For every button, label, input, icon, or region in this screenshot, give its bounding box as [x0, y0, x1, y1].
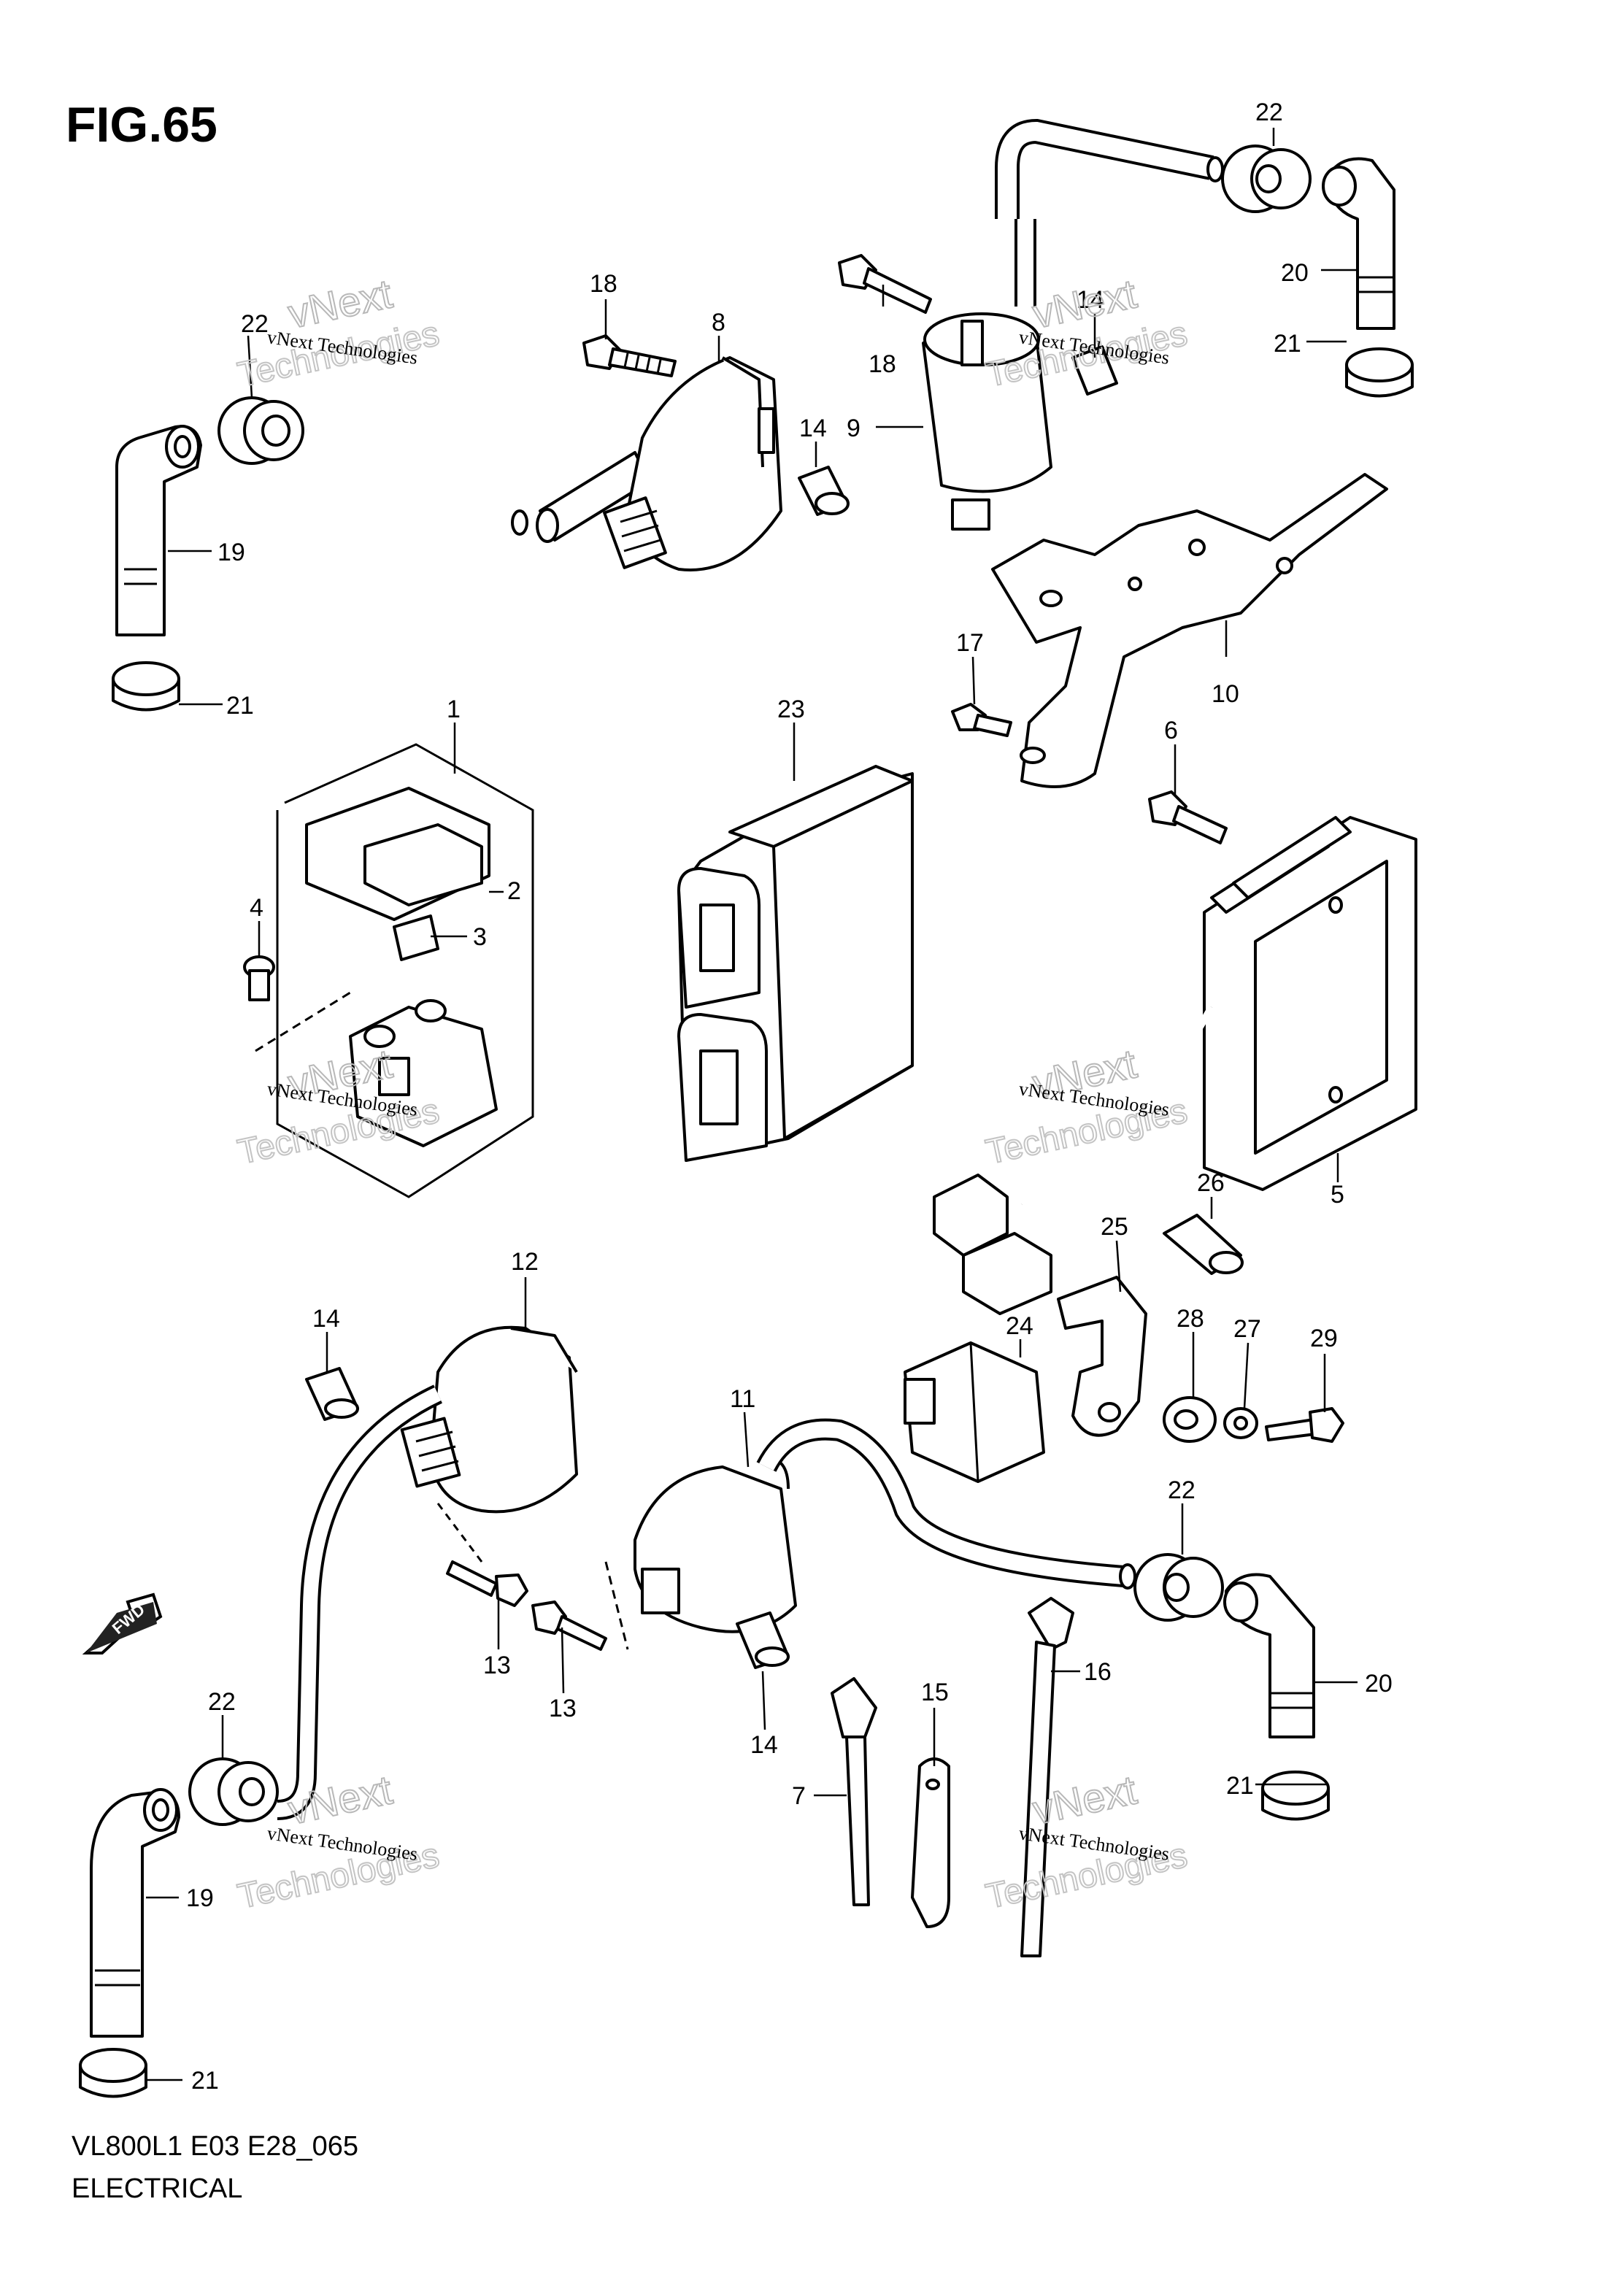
callout-9: 9 [847, 415, 860, 442]
callout-17: 17 [956, 629, 984, 657]
screw-4[interactable] [243, 955, 275, 1001]
callout-29: 29 [1310, 1325, 1338, 1352]
callout-14: 14 [312, 1305, 340, 1333]
relay-24[interactable] [904, 1341, 1045, 1483]
callout-18: 18 [869, 350, 896, 378]
bolt-29[interactable] [1265, 1407, 1344, 1443]
bolt-13-a[interactable] [446, 1560, 528, 1607]
regulator-rectifier-5[interactable] [933, 816, 1417, 1315]
bolt-13-b[interactable] [531, 1600, 607, 1651]
bolt-17[interactable] [951, 703, 1012, 737]
watermark-bottom-right: vNext Technologies vNext Technologies [982, 1765, 1191, 1916]
section-title: ELECTRICAL [72, 2173, 243, 2204]
callout-12: 12 [511, 1248, 539, 1276]
callout-15: 15 [921, 1679, 949, 1706]
callout-14: 14 [799, 415, 827, 442]
callout-19: 19 [186, 1884, 214, 1912]
callout-16: 16 [1084, 1658, 1112, 1686]
ignition-coil-12[interactable] [277, 1325, 578, 1820]
washer-27[interactable] [1223, 1407, 1258, 1439]
ecm-23[interactable] [677, 765, 914, 1162]
callout-20: 20 [1281, 259, 1309, 287]
callout-18: 18 [590, 270, 617, 298]
callout-14: 14 [750, 1731, 778, 1759]
callout-22: 22 [208, 1688, 236, 1716]
spacer-26[interactable] [1163, 1214, 1244, 1275]
callout-2: 2 [507, 877, 521, 905]
ignition-coil-8[interactable] [536, 356, 782, 571]
bolt-18-left[interactable] [582, 334, 677, 377]
callout-25: 25 [1101, 1213, 1128, 1241]
plug-cap-assembly-bottom-left[interactable] [79, 1757, 279, 2098]
plug-cap-assembly-bottom-right[interactable] [1133, 1553, 1330, 1821]
callout-22: 22 [1168, 1476, 1195, 1504]
bracket-10[interactable] [991, 473, 1388, 788]
spacer-14-top-right[interactable] [1071, 345, 1118, 396]
callout-24: 24 [1006, 1312, 1033, 1340]
clamp-7[interactable] [831, 1677, 877, 1906]
callout-22: 22 [1255, 99, 1283, 126]
spacer-14-top-left[interactable] [798, 466, 850, 516]
callout-26: 26 [1197, 1169, 1225, 1197]
callout-6: 6 [1164, 717, 1178, 744]
starter-relay-group-1[interactable] [255, 743, 534, 1198]
ignition-coil-9[interactable] [922, 118, 1224, 531]
plug-cap-assembly-top-left[interactable] [112, 396, 528, 712]
plug-cap-assembly-top-right[interactable] [1221, 145, 1414, 398]
callout-21: 21 [226, 692, 254, 720]
cushion-28[interactable] [1163, 1396, 1217, 1443]
callout-23: 23 [777, 696, 805, 723]
fwd-arrow-icon: FWD [82, 1592, 163, 1654]
bolt-6[interactable] [1148, 790, 1228, 844]
callout-4: 4 [250, 894, 263, 922]
callout-10: 10 [1212, 680, 1239, 708]
figure-code: VL800L1 E03 E28_065 [72, 2131, 359, 2162]
spacer-14-bottom-right[interactable] [736, 1611, 790, 1669]
callout-20: 20 [1365, 1670, 1393, 1698]
watermark-middle-right: vNext Technologies vNext Technologies [982, 1039, 1191, 1172]
callout-21: 21 [1226, 1772, 1254, 1800]
clamp-16[interactable] [1020, 1597, 1074, 1957]
figure-title: FIG.65 [66, 97, 217, 153]
callout-28: 28 [1177, 1305, 1204, 1333]
callout-5: 5 [1331, 1181, 1344, 1209]
callout-19: 19 [217, 539, 245, 566]
callout-1: 1 [447, 696, 461, 723]
leader-lines [146, 128, 1358, 2081]
bracket-25[interactable] [1057, 1276, 1147, 1437]
callout-8: 8 [712, 309, 725, 336]
callout-21: 21 [1274, 330, 1301, 358]
callout-21: 21 [191, 2067, 219, 2095]
callout-27: 27 [1233, 1315, 1261, 1343]
callout-3: 3 [473, 923, 487, 951]
callout-labels: 22 20 21 18 8 18 14 9 14 22 19 21 17 10 … [186, 99, 1393, 2095]
callout-13: 13 [549, 1695, 577, 1722]
callout-22: 22 [241, 310, 269, 338]
callout-11: 11 [730, 1385, 755, 1413]
spacer-14-bottom-left[interactable] [305, 1367, 359, 1421]
callout-13: 13 [483, 1652, 511, 1679]
clamp-15[interactable] [911, 1757, 950, 1928]
callout-14: 14 [1077, 286, 1104, 314]
callout-7: 7 [792, 1782, 806, 1810]
bolt-18-right[interactable] [838, 254, 932, 314]
